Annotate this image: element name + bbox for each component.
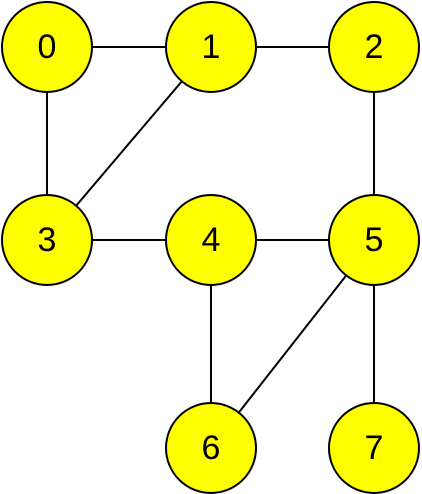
node-label-1: 1 [202,28,221,66]
node-label-2: 2 [365,28,384,66]
node-circle-5 [328,194,420,286]
node-5: 5 [328,194,420,286]
node-label-6: 6 [202,429,221,467]
node-label-4: 4 [202,221,221,259]
node-3: 3 [1,194,93,286]
node-1: 1 [165,1,257,93]
node-circle-1 [165,1,257,93]
node-circle-2 [328,1,420,93]
node-circle-3 [1,194,93,286]
node-circle-4 [165,194,257,286]
node-7: 7 [328,402,420,494]
node-label-3: 3 [38,221,57,259]
node-label-7: 7 [365,429,384,467]
node-4: 4 [165,194,257,286]
node-label-0: 0 [38,28,57,66]
node-circle-7 [328,402,420,494]
node-0: 0 [1,1,93,93]
node-6: 6 [165,402,257,494]
node-circle-6 [165,402,257,494]
node-label-5: 5 [365,221,384,259]
node-circle-0 [1,1,93,93]
node-2: 2 [328,1,420,93]
